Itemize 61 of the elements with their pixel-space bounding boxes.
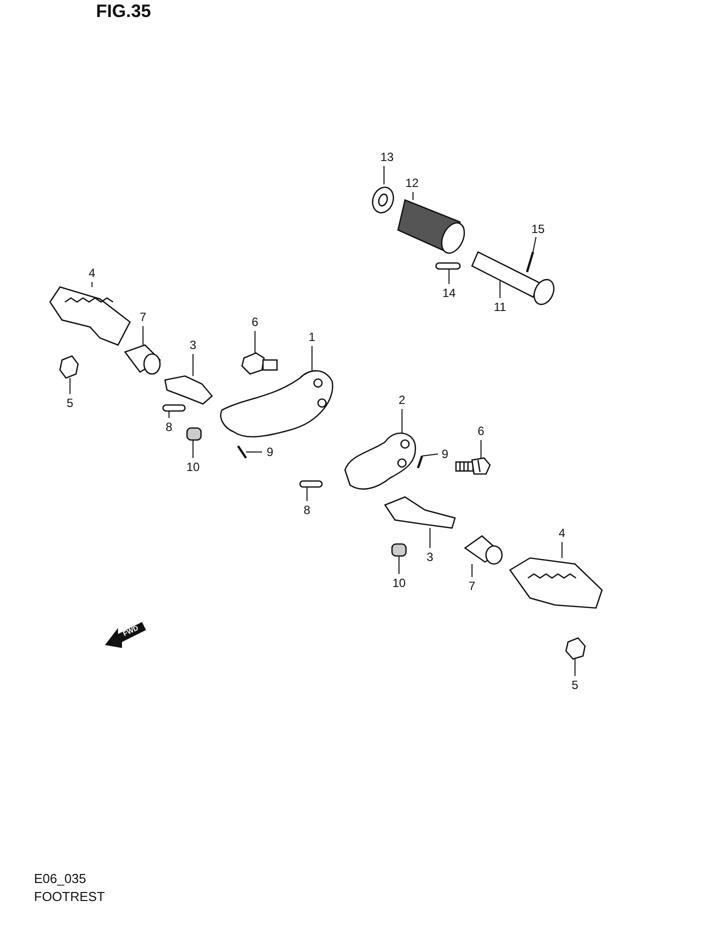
- leader-line: [480, 440, 482, 458]
- callout-number: 7: [140, 310, 146, 324]
- washer-drawing: [372, 186, 394, 214]
- clevis-pin-drawing: [435, 262, 461, 270]
- callout-number: 6: [478, 424, 484, 438]
- callout-number: 8: [304, 503, 310, 517]
- callout-number: 7: [468, 579, 476, 593]
- callout-number: 13: [380, 150, 394, 164]
- callout-number: 3: [190, 338, 196, 352]
- footrest-bracket-drawing: [220, 370, 334, 438]
- leader-line: [142, 326, 144, 346]
- cotter-pin-drawing: [237, 445, 247, 459]
- spring-drawing: [391, 543, 407, 557]
- grip-drawing: [397, 199, 465, 254]
- callout-number: 4: [558, 526, 566, 540]
- leader-line: [306, 486, 308, 502]
- bolt-drawing: [241, 352, 278, 375]
- pin-drawing: [162, 404, 186, 412]
- callout-number: 3: [426, 550, 434, 564]
- callout-number: 10: [392, 576, 406, 590]
- pivot-shaft-drawing: [384, 496, 456, 529]
- leader-line: [412, 192, 414, 200]
- drawing-code: E06_035: [34, 871, 86, 886]
- spring-drawing: [186, 427, 202, 441]
- leader-line: [168, 410, 170, 418]
- callout-number: 2: [398, 393, 406, 407]
- callout-number: 5: [572, 678, 578, 692]
- callout-number: 4: [88, 266, 96, 280]
- leader-line: [448, 268, 450, 284]
- leader-line: [532, 236, 536, 252]
- footpeg-drawing: [49, 286, 131, 346]
- footrest-bracket-drawing: [344, 432, 416, 490]
- callout-number: 10: [186, 460, 200, 474]
- callout-number: 12: [405, 176, 419, 190]
- collar-drawing: [464, 535, 503, 565]
- callout-number: 1: [308, 330, 316, 344]
- leader-line: [192, 440, 194, 458]
- nut-drawing: [565, 637, 586, 660]
- cotter-pin-drawing: [526, 252, 534, 272]
- callout-number: 8: [166, 420, 172, 434]
- drawing-title: FOOTREST: [34, 889, 105, 904]
- nut-drawing: [59, 355, 79, 379]
- callout-number: 6: [252, 315, 258, 329]
- pin-drawing: [299, 480, 323, 488]
- callout-number: 15: [531, 222, 545, 236]
- footpeg-drawing: [509, 557, 603, 609]
- leader-line: [422, 454, 438, 456]
- figure-number: FIG.35: [96, 4, 152, 19]
- collar-drawing: [124, 344, 162, 375]
- leader-line: [574, 658, 576, 676]
- callout-number: 11: [494, 300, 506, 314]
- callout-number: 9: [266, 445, 274, 459]
- callout-number: 14: [442, 286, 456, 300]
- cotter-pin-drawing: [416, 456, 424, 468]
- leader-line: [192, 354, 194, 376]
- leader-line: [254, 330, 256, 354]
- pivot-shaft-drawing: [164, 375, 213, 405]
- leader-line: [398, 556, 400, 574]
- callout-number: 5: [66, 396, 74, 410]
- callout-number: 9: [442, 447, 448, 461]
- bolt-drawing: [455, 457, 491, 475]
